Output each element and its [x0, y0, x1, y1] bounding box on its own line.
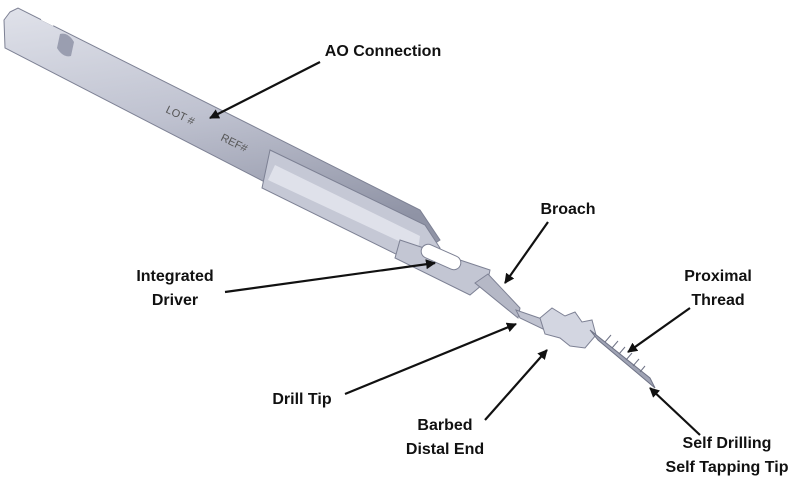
label-integrated-driver: Integrated Driver	[136, 265, 213, 313]
label-self-drilling-tip: Self Drilling Self Tapping Tip	[666, 432, 789, 480]
arrow-ao-connection	[209, 61, 321, 119]
label-line: Barbed	[417, 417, 473, 434]
label-line: Proximal	[684, 268, 752, 285]
arrow-self-drilling-tip	[649, 387, 701, 436]
barbed-anchor	[539, 307, 597, 349]
arrow-drill-tip	[344, 322, 517, 396]
label-line: Self Drilling	[682, 435, 772, 452]
arrow-integrated-driver	[224, 259, 436, 294]
label-line: Driver	[151, 292, 199, 309]
label-ao-connection: AO Connection	[324, 43, 442, 60]
label-line: Integrated	[136, 268, 214, 285]
ao-connection-notch	[57, 33, 74, 57]
arrow-broach	[504, 221, 549, 284]
driver-slot	[420, 243, 462, 271]
label-line: Self Tapping Tip	[665, 459, 789, 476]
arrow-barbed-distal-end	[484, 349, 548, 421]
label-broach: Broach	[540, 201, 596, 218]
label-line: Thread	[691, 292, 745, 309]
label-proximal-thread: Proximal Thread	[684, 265, 752, 313]
label-line: Distal End	[405, 441, 485, 458]
broach	[474, 273, 521, 319]
integrated-driver-tab	[394, 239, 491, 296]
label-barbed-distal-end: Barbed Distal End	[406, 414, 484, 462]
label-drill-tip: Drill Tip	[272, 391, 332, 408]
ao-connection-notch	[41, 10, 58, 26]
arrow-proximal-thread	[627, 307, 691, 353]
